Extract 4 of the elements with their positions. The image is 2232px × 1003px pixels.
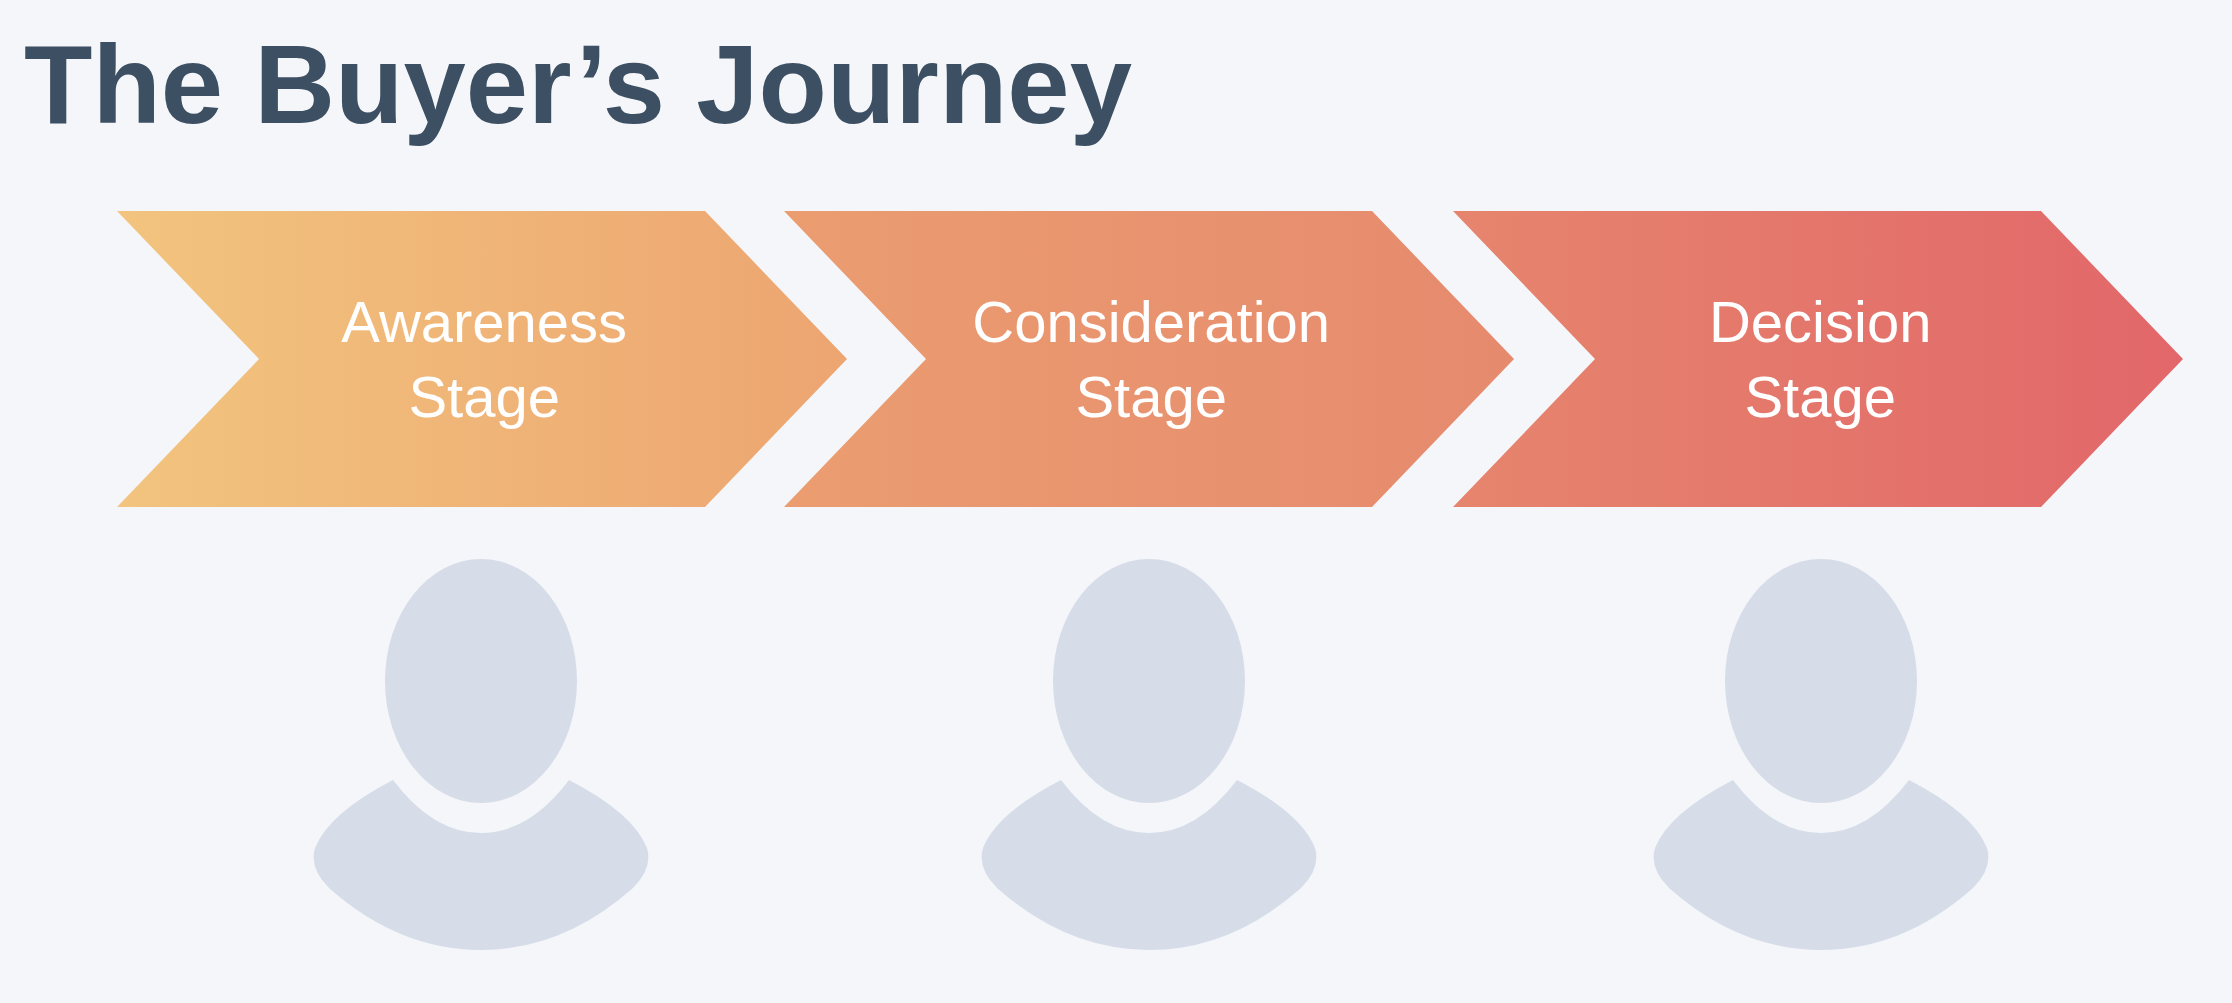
stage-label: Awareness Stage [341,287,628,431]
stage-label: Decision Stage [1708,287,1932,431]
stage-label: Consideration Stage [972,287,1331,431]
title: The Buyer’s Journey [24,21,1132,149]
